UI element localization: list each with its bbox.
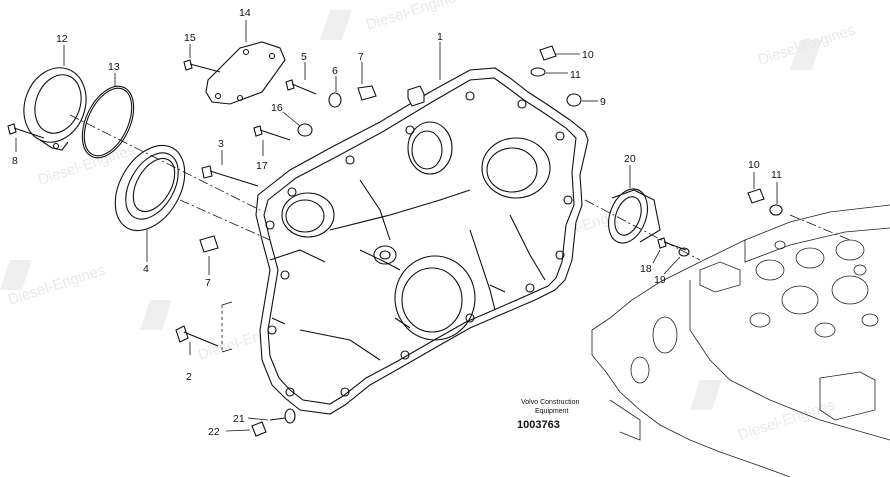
o-ring [81, 85, 135, 159]
callout-20: 20 [624, 153, 636, 165]
dimension-bracket [221, 301, 233, 353]
watermark-text: Diesel-Engines [364, 0, 465, 34]
callout-5: 5 [301, 51, 307, 63]
crankshaft-seal [114, 144, 186, 232]
callout-15: 15 [184, 32, 196, 44]
callout-10-right: 10 [748, 159, 760, 171]
callout-11-top: 11 [570, 69, 581, 81]
callout-3: 3 [218, 138, 224, 150]
callout-17: 17 [256, 160, 268, 172]
bolts [7, 45, 783, 437]
callout-7-lower: 7 [205, 277, 211, 289]
o-ring-inner [83, 87, 133, 157]
callout-22: 22 [208, 426, 220, 438]
caption-line-2: Equipment [535, 408, 569, 415]
callout-21: 21 [233, 413, 245, 425]
seal-housing [23, 67, 87, 151]
caption-line-1: Volvo Construction [521, 399, 579, 406]
timing-gear-cover [255, 67, 589, 415]
callout-1: 1 [437, 31, 443, 43]
callout-13: 13 [108, 61, 120, 73]
callout-18: 18 [640, 263, 652, 275]
callout-4: 4 [143, 263, 149, 275]
sleeve [608, 188, 661, 244]
callout-9: 9 [600, 96, 606, 108]
watermark-text: Diesel-Engines [736, 396, 837, 443]
caption: Volvo Construction Equipment 1003763 [517, 399, 579, 431]
document-number: 1003763 [517, 419, 560, 431]
callout-6: 6 [332, 65, 338, 77]
callout-10-top: 10 [582, 49, 594, 61]
callout-11-right: 11 [771, 169, 782, 181]
callout-labels: 1 2 3 4 5 6 7 7 8 9 10 10 11 11 12 13 14… [12, 7, 782, 438]
engine-block [591, 204, 890, 477]
callout-2: 2 [186, 371, 192, 383]
callout-16: 16 [271, 102, 283, 114]
callout-14: 14 [239, 7, 251, 19]
leader-lines [15, 20, 851, 432]
callout-8: 8 [12, 155, 18, 167]
callout-12: 12 [56, 33, 68, 45]
cover-plate [205, 41, 286, 105]
callout-19: 19 [654, 274, 666, 286]
callout-7-top: 7 [358, 51, 364, 63]
